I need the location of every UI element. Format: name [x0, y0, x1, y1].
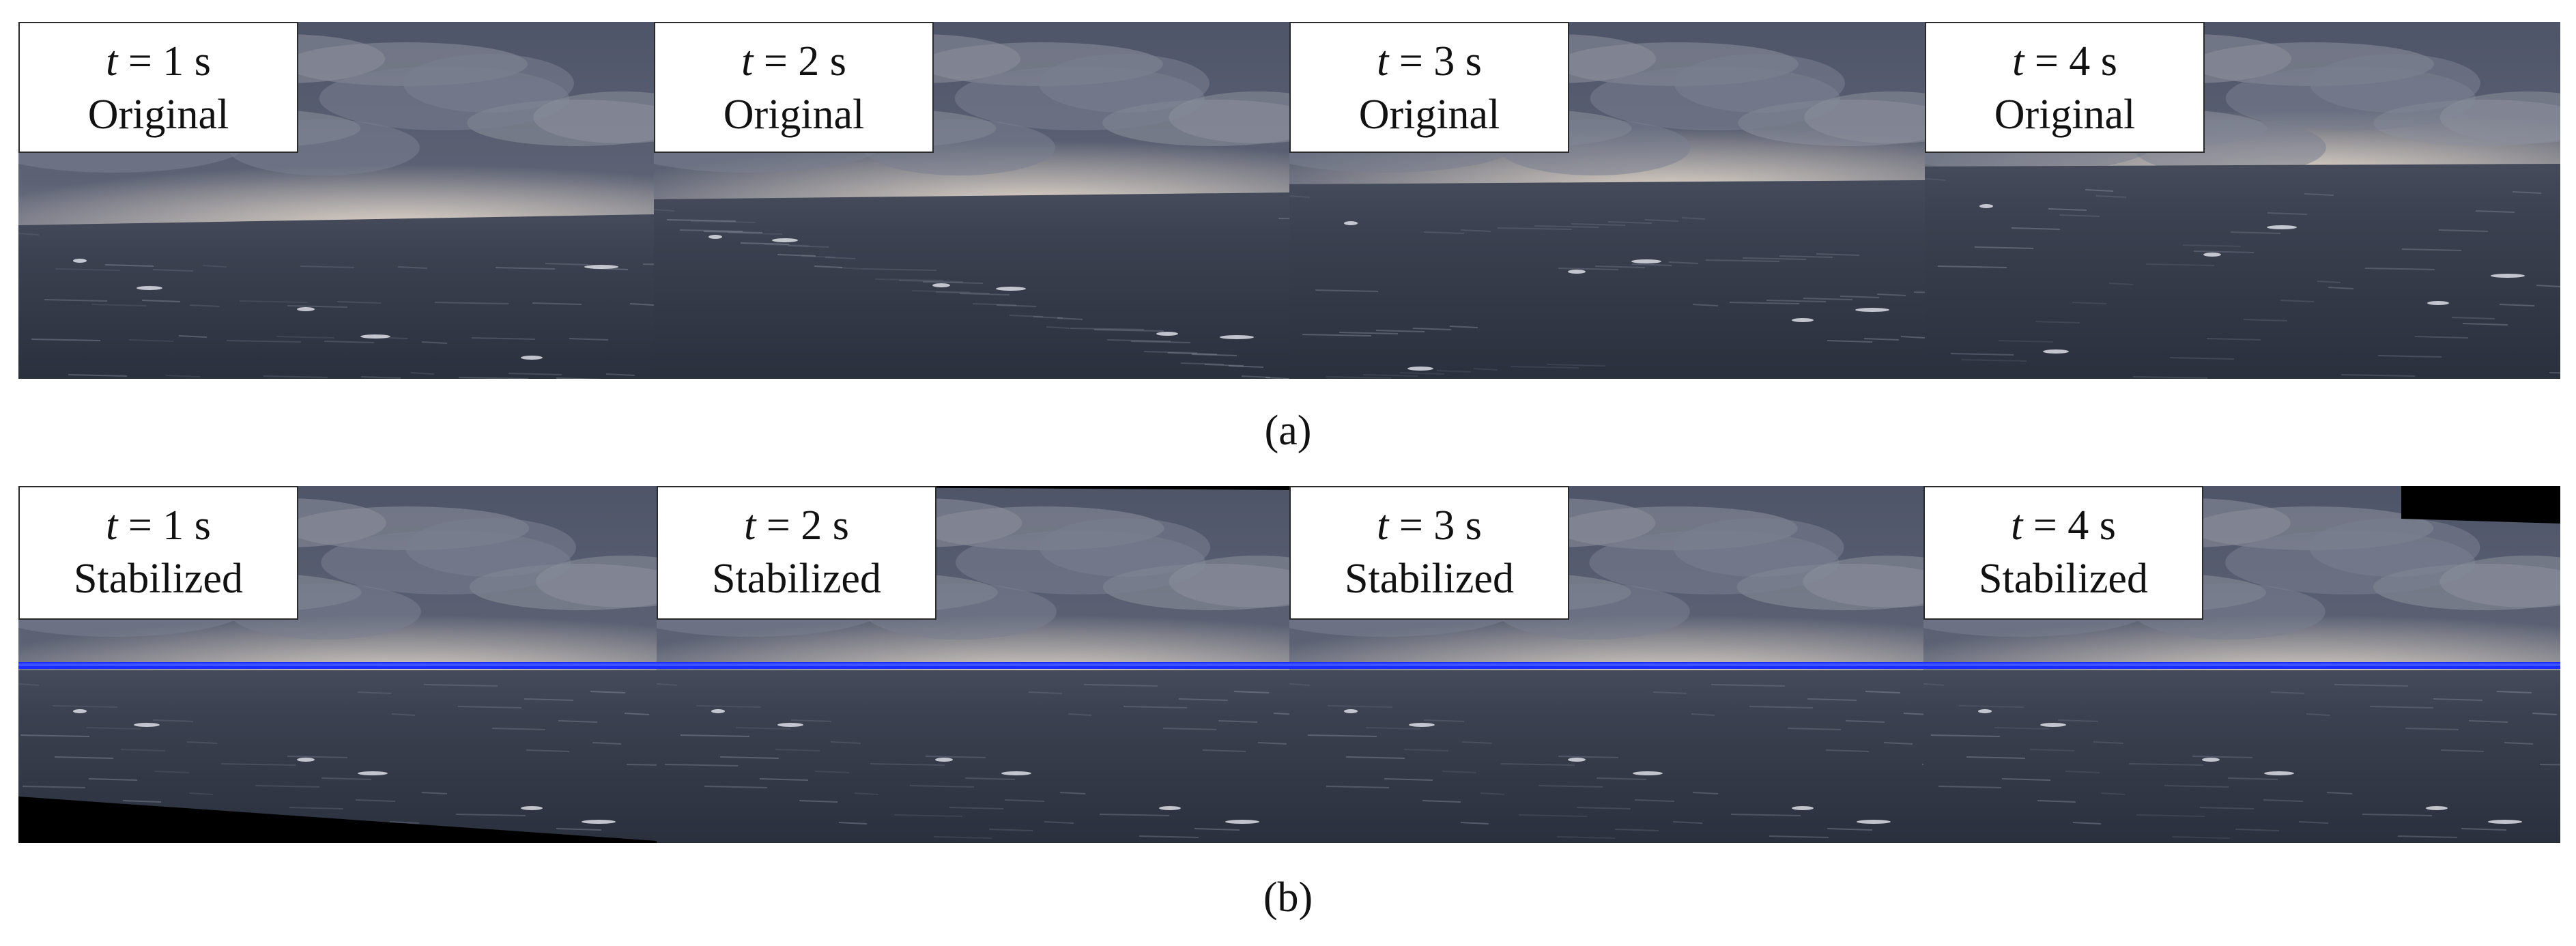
- frame-type-label: Stabilized: [712, 556, 881, 602]
- frame-type-label: Original: [723, 91, 865, 138]
- frame-type-label: Original: [87, 91, 229, 138]
- time-label: t = 2 s: [744, 502, 849, 549]
- original-frames-strip: t = 1 s Original t = 2 s Original t = 3 …: [18, 22, 2560, 379]
- time-label: t = 1 s: [106, 502, 211, 549]
- time-label: t = 2 s: [741, 38, 846, 85]
- frame-label: t = 1 s Original: [18, 22, 298, 153]
- stabilized-frames-strip: t = 1 s Stabilized t = 2 s Stabilized t …: [18, 486, 2560, 843]
- frame-type-label: Original: [1994, 91, 2136, 138]
- panel-caption-b: (b): [1263, 874, 1313, 921]
- frame-label: t = 1 s Stabilized: [18, 486, 298, 620]
- frame-label: t = 3 s Stabilized: [1289, 486, 1569, 620]
- frame-type-label: Stabilized: [74, 556, 243, 602]
- frame-type-label: Stabilized: [1979, 556, 2148, 602]
- frame-label: t = 3 s Original: [1289, 22, 1569, 153]
- frame-type-label: Stabilized: [1345, 556, 1514, 602]
- time-label: t = 3 s: [1377, 38, 1482, 85]
- frame-label: t = 4 s Original: [1925, 22, 2205, 153]
- frame-label: t = 2 s Original: [654, 22, 934, 153]
- time-label: t = 4 s: [2012, 38, 2117, 85]
- time-label: t = 3 s: [1377, 502, 1482, 549]
- frame-label: t = 2 s Stabilized: [657, 486, 936, 620]
- original-frame-1: [18, 22, 654, 379]
- frame-type-label: Original: [1358, 91, 1500, 138]
- time-label: t = 1 s: [106, 38, 211, 85]
- time-label: t = 4 s: [2011, 502, 2116, 549]
- panel-caption-a: (a): [1264, 407, 1312, 454]
- frame-label: t = 4 s Stabilized: [1923, 486, 2203, 620]
